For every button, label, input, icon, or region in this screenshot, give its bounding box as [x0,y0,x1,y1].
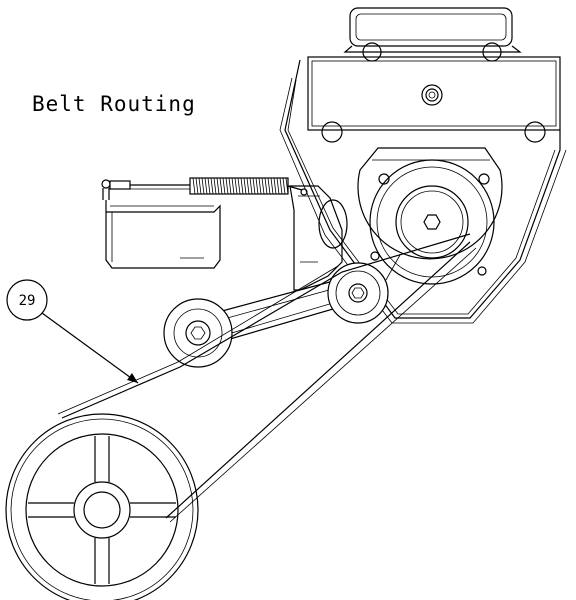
spring-coil [246,177,250,195]
callout-number: 29 [19,293,36,309]
spring-coil [225,177,229,195]
spring-coil [216,177,220,195]
spring-coil [228,177,232,195]
spring-coil [219,177,223,195]
spring-coil [237,177,241,195]
spring-coil [204,177,208,195]
spring-coil [258,177,262,195]
spring-coil [243,177,247,195]
diagram-title: Belt Routing [32,92,196,116]
spring-coil [279,177,283,195]
idler-spring-assembly [101,177,308,269]
spring-coil [234,177,238,195]
spring-coil [213,177,217,195]
spring-coil [210,177,214,195]
spring-coil [249,177,253,195]
spring-coil [192,177,196,195]
spring-coil [201,177,205,195]
spring-coil [222,177,226,195]
spring-coil [231,177,235,195]
spring-coil [270,177,274,195]
spring-coil [198,177,202,195]
spring-coil [285,177,289,195]
spring-coil [240,177,244,195]
deck-pulley [5,413,199,600]
callout-29: 29 [6,279,139,384]
spring-coil [195,177,199,195]
spring-coil [276,177,280,195]
spring-coil [261,177,265,195]
spring-coil [267,177,271,195]
spring-coil [273,177,277,195]
spring-coil [252,177,256,195]
spring-coil [264,177,268,195]
spring-coil [207,177,211,195]
drive-belt [57,233,477,523]
spring-coil [282,177,286,195]
engine-pulley [357,147,503,285]
idler-pulley-right [327,262,389,324]
spring-coil [255,177,259,195]
